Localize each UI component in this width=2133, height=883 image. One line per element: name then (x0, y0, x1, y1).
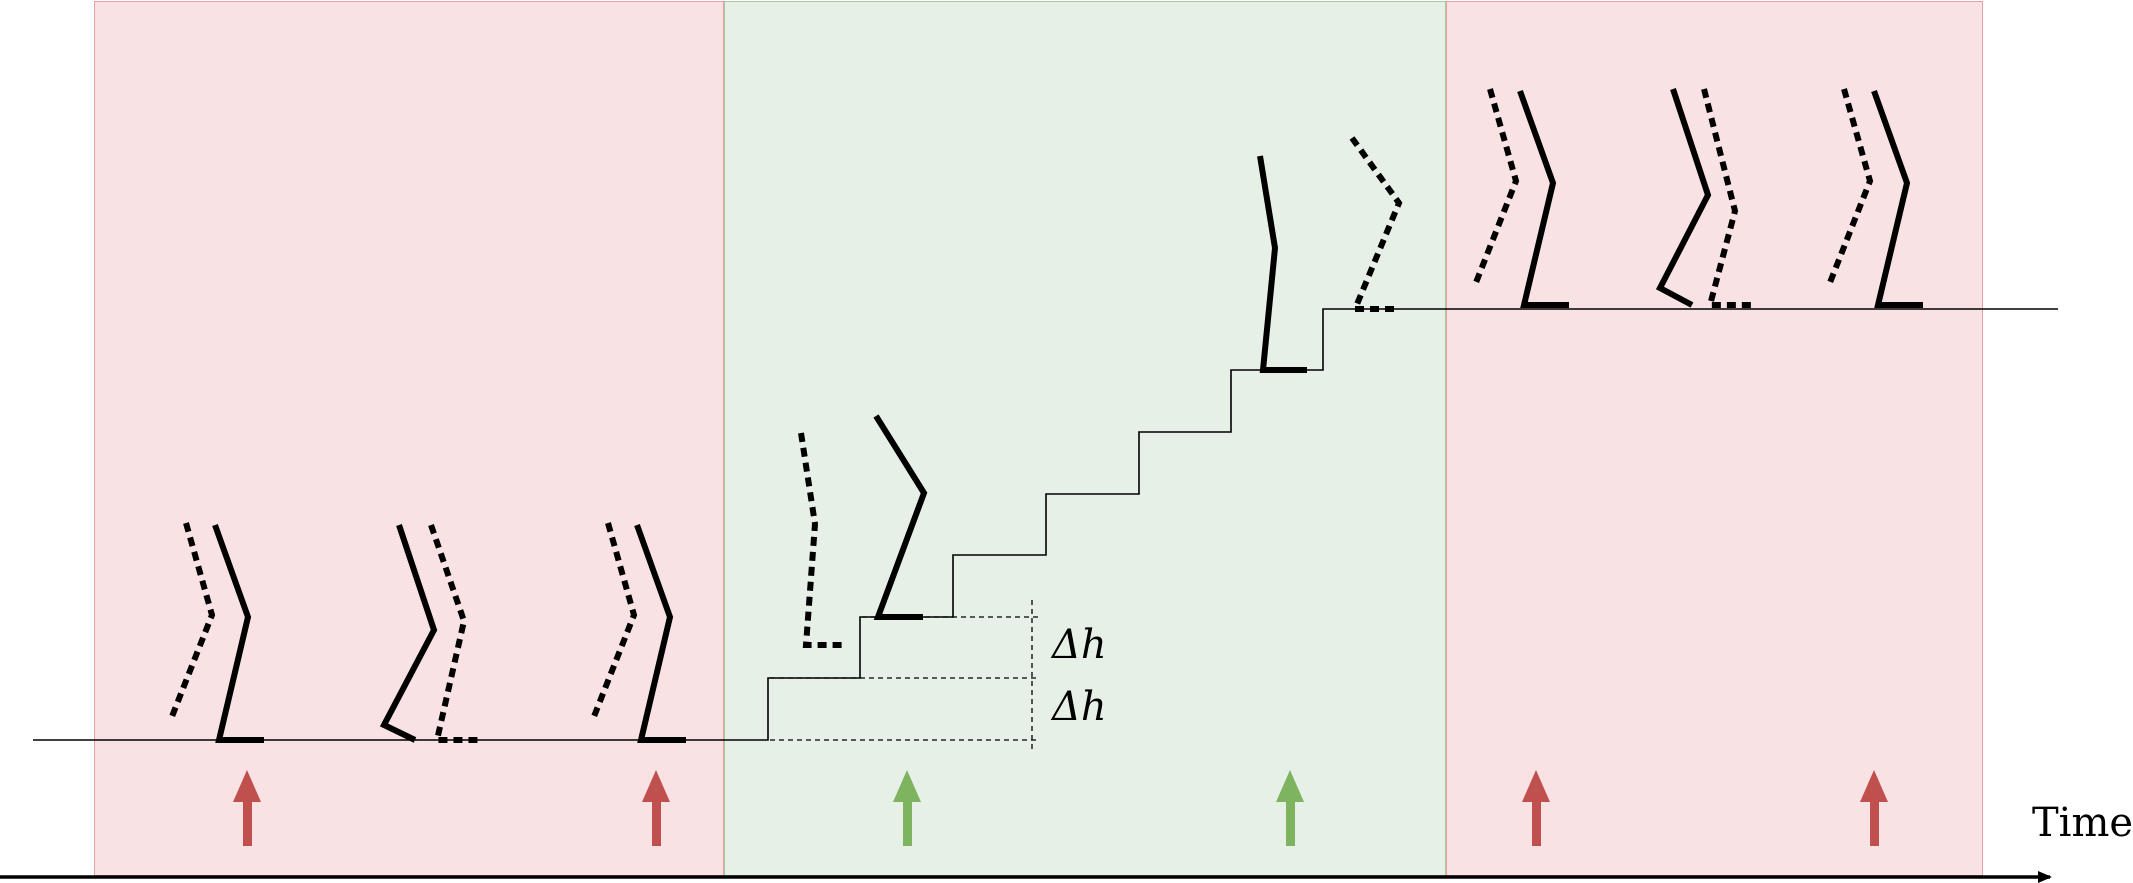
leg-pair-stair-1 (798, 414, 928, 648)
step-height-label-upper: Δh (1052, 622, 1107, 668)
step-height-label-lower: Δh (1052, 684, 1107, 730)
ground-and-stair-profile (33, 308, 2058, 741)
leg-pair-level-4 (1472, 88, 1569, 308)
step-height-guides (770, 600, 1040, 752)
event-arrow-4 (1276, 770, 1304, 846)
phase-band-level-walking-start (94, 1, 724, 876)
leg-pair-stair-2 (1257, 136, 1403, 373)
time-axis-label: Time (2032, 800, 2133, 846)
event-arrow-3 (893, 770, 921, 846)
event-arrow-5 (1522, 770, 1550, 846)
phase-band-stair-climbing (724, 1, 1446, 876)
leg-pair-level-1 (168, 522, 264, 743)
leg-pair-level-3 (590, 522, 686, 743)
leg-pair-level-5 (1655, 88, 1752, 308)
leg-pair-level-2 (379, 524, 478, 743)
leg-pair-level-6 (1826, 88, 1923, 308)
event-arrow-1 (233, 770, 261, 846)
event-arrow-6 (1860, 770, 1888, 846)
event-arrow-2 (642, 770, 670, 846)
